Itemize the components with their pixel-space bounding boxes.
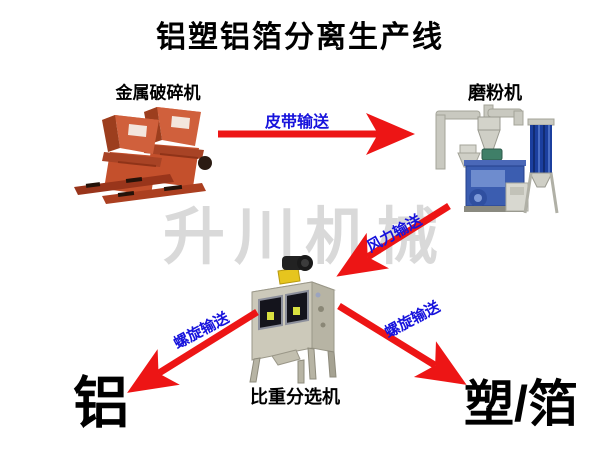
gravity-separator-illustration-icon — [249, 255, 337, 384]
output-plastic-foil-label: 塑/箔 — [464, 376, 578, 432]
screw-conveyor-left-label: 螺旋输送 — [170, 309, 232, 353]
output-aluminum-label: 铝 — [73, 371, 129, 435]
metal-crusher-illustration-icon — [74, 107, 212, 204]
screw-conveyor-right-label: 螺旋输送 — [381, 298, 443, 342]
crusher-label: 金属破碎机 — [115, 83, 201, 103]
separator-label: 比重分选机 — [250, 387, 340, 407]
mill-illustration-icon — [435, 104, 559, 214]
belt-conveyor-label: 皮带输送 — [264, 114, 330, 131]
page-title: 铝塑铝箔分离生产线 — [156, 21, 444, 54]
mill-label: 磨粉机 — [468, 83, 522, 103]
